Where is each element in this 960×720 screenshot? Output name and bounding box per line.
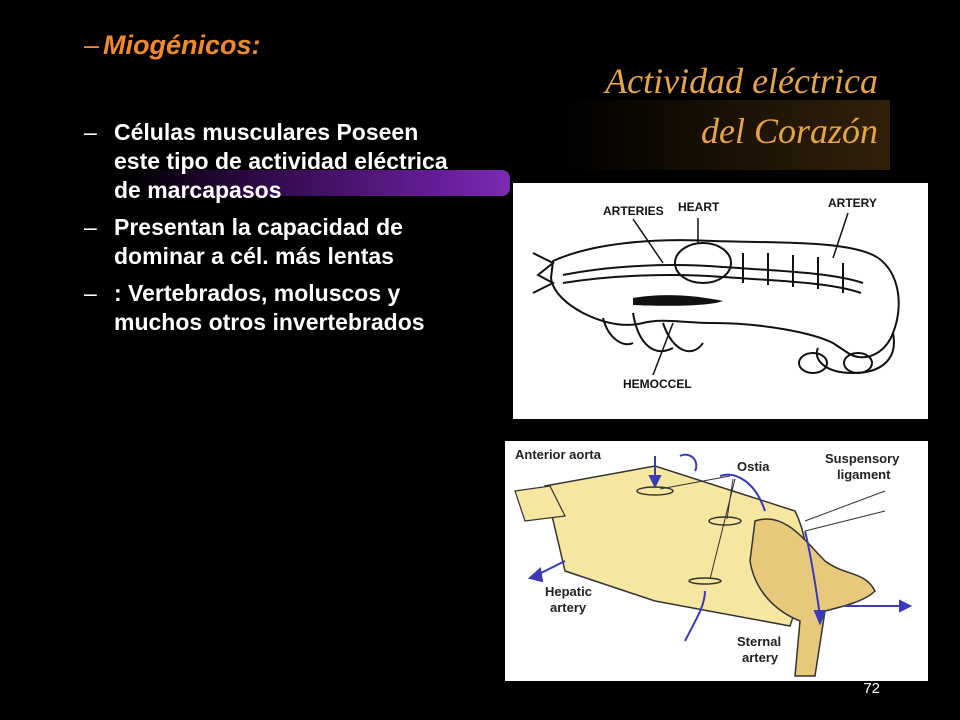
label-hepatic-2: artery (550, 600, 587, 615)
title-line-2: del Corazón (700, 111, 878, 151)
heading-miogenicos: –Miogénicos: (84, 30, 261, 61)
heart-ostia-figure: Anterior aorta Ostia Suspensory ligament… (505, 441, 928, 681)
label-suspensory-2: ligament (837, 467, 891, 482)
bullet-text: : Vertebrados, moluscos y muchos otros i… (114, 280, 425, 335)
bullet-dash: – (84, 280, 97, 306)
heart-ostia-drawing: Anterior aorta Ostia Suspensory ligament… (514, 447, 913, 677)
insect-circulation-drawing: ARTERIES HEART ARTERY HEMOCCEL (532, 196, 900, 391)
bullet-dash: – (84, 214, 97, 240)
bullet-list: –Células musculares Poseen este tipo de … (84, 118, 464, 345)
heading-text: Miogénicos: (103, 30, 261, 60)
label-suspensory-1: Suspensory (825, 451, 900, 466)
decorative-streak (130, 170, 510, 196)
slide-title: Actividad eléctrica del Corazón (605, 56, 878, 156)
title-shadow-band (560, 100, 890, 170)
bullet-text: Presentan la capacidad de dominar a cél.… (114, 214, 403, 269)
label-heart: HEART (678, 200, 720, 214)
label-sternal-2: artery (742, 650, 779, 665)
label-hemocoel: HEMOCCEL (623, 377, 692, 391)
label-hepatic-1: Hepatic (545, 584, 592, 599)
bullet-text: Células musculares Poseen este tipo de a… (114, 119, 448, 203)
bullet-item: –: Vertebrados, moluscos y muchos otros … (84, 279, 464, 337)
bullet-dash: – (84, 119, 97, 145)
label-ostia: Ostia (737, 459, 770, 474)
title-line-1: Actividad eléctrica (605, 61, 878, 101)
label-arteries: ARTERIES (603, 204, 664, 218)
label-artery: ARTERY (828, 196, 877, 210)
heading-dash: – (84, 30, 100, 60)
bullet-item: –Presentan la capacidad de dominar a cél… (84, 213, 464, 271)
page-number: 72 (863, 680, 880, 697)
insect-circulation-figure: ARTERIES HEART ARTERY HEMOCCEL (513, 183, 928, 419)
bullet-item: –Células musculares Poseen este tipo de … (84, 118, 464, 205)
label-sternal-1: Sternal (737, 634, 781, 649)
label-anterior-aorta: Anterior aorta (515, 447, 602, 462)
